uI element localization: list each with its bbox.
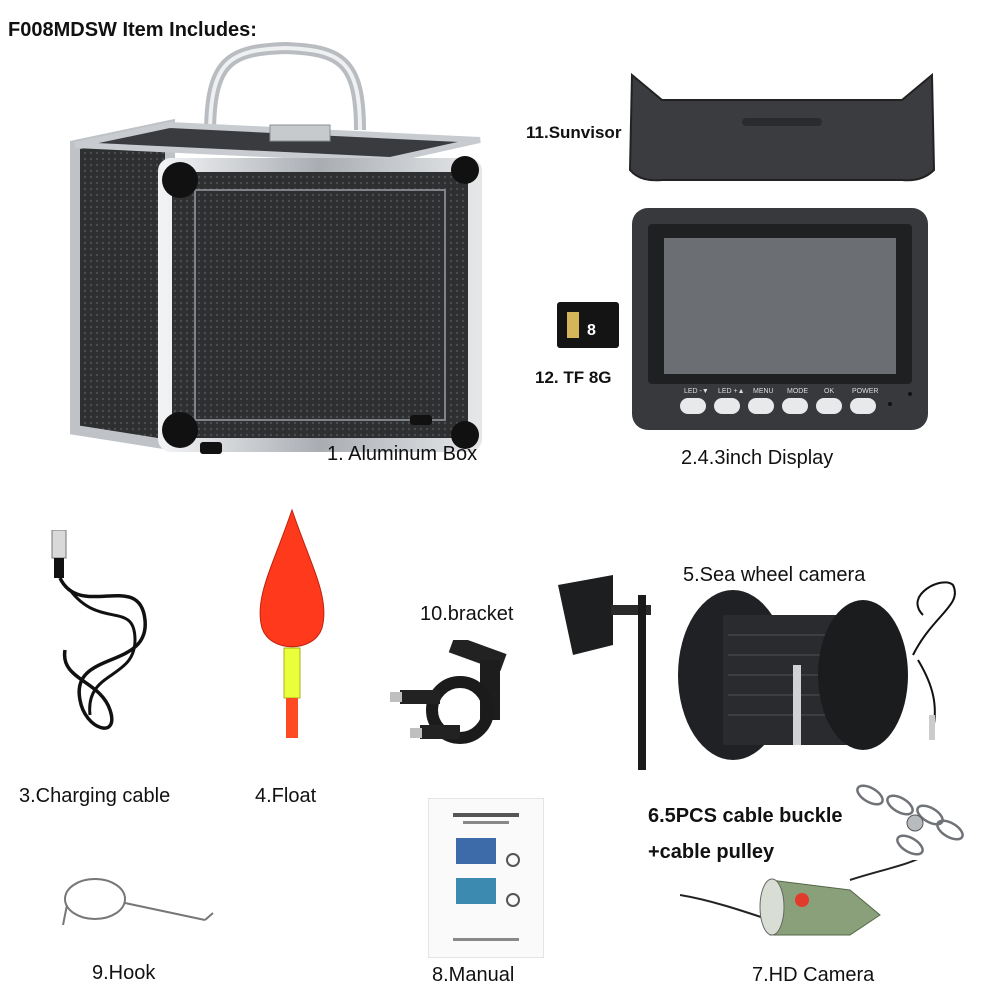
page-title: F008MDSW Item Includes:: [8, 19, 257, 41]
aluminum-box-label: 1. Aluminum Box: [327, 443, 478, 465]
cable-buckle-label-line2: +cable pulley: [648, 841, 775, 863]
display-button-row: [680, 398, 876, 414]
tf-card-image: 8: [557, 302, 619, 348]
float-label: 4.Float: [255, 785, 317, 807]
sunvisor-image: [628, 72, 936, 182]
float-image: [259, 508, 325, 738]
display-button-ok: OK: [824, 388, 834, 395]
display-image: LED -▼ LED +▲ MENU MODE OK POWER: [632, 208, 928, 430]
display-button-menu: MENU: [753, 388, 774, 395]
display-button-power: POWER: [852, 388, 878, 395]
hd-camera-image: [680, 860, 918, 936]
hook-image: [62, 878, 214, 926]
cable-buckle-label-line1: 6.5PCS cable buckle: [648, 805, 843, 827]
sea-wheel-camera-image: [558, 575, 956, 770]
cable-buckle-image: [856, 784, 964, 856]
tf-card-label: 12. TF 8G: [535, 368, 612, 387]
tf-card-capacity: 8: [587, 322, 596, 339]
charging-cable-label: 3.Charging cable: [19, 785, 171, 807]
manual-label: 8.Manual: [432, 964, 515, 986]
manual-image: [428, 798, 544, 958]
aluminum-box-image: [70, 41, 482, 454]
display-button-led-plus: LED +▲: [718, 388, 745, 395]
bracket-image: [390, 640, 507, 744]
display-button-led-minus: LED -▼: [684, 388, 709, 395]
bracket-label: 10.bracket: [420, 603, 514, 625]
hd-camera-label: 7.HD Camera: [752, 964, 875, 986]
sea-wheel-camera-label: 5.Sea wheel camera: [683, 564, 866, 586]
charging-cable-image: [51, 530, 147, 730]
display-label: 2.4.3inch Display: [681, 447, 834, 469]
sunvisor-label: 11.Sunvisor: [526, 123, 622, 142]
display-button-mode: MODE: [787, 388, 808, 395]
hook-label: 9.Hook: [92, 962, 156, 984]
